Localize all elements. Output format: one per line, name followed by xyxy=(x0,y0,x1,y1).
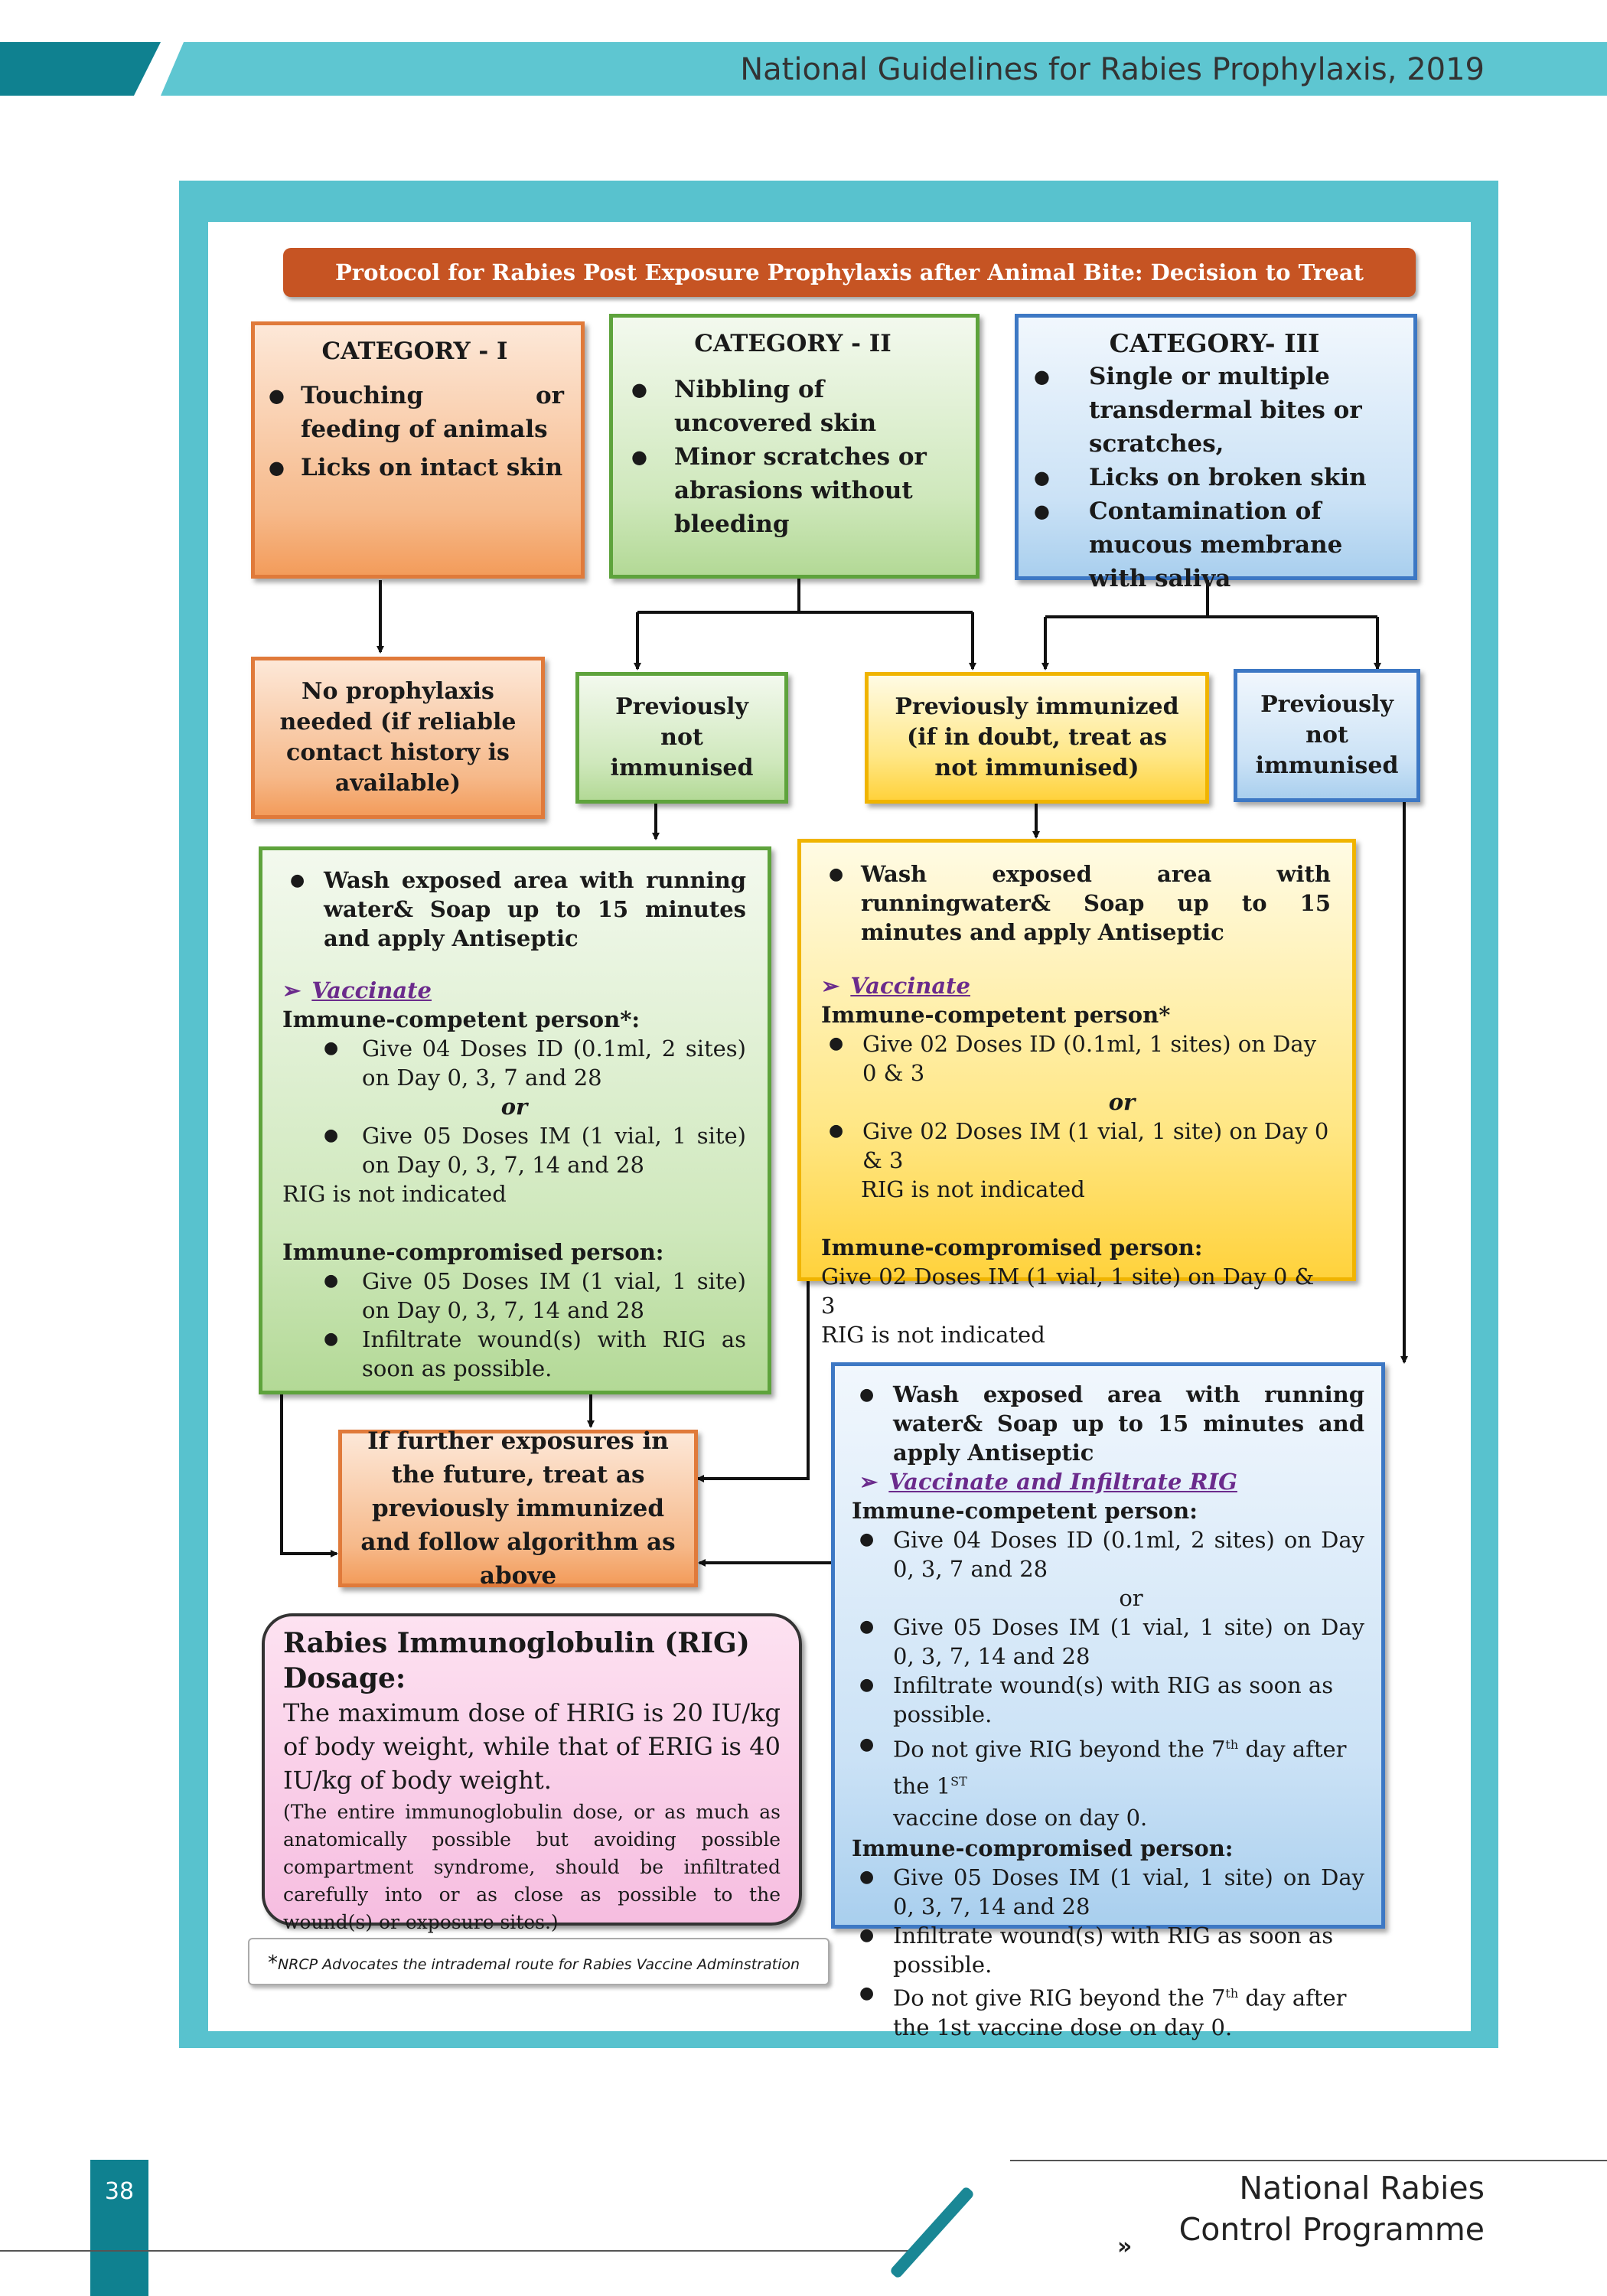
dose-item: Give 04 Doses ID (0.1ml, 2 sites) on Day… xyxy=(282,1034,746,1092)
category-1-item: Licks on intact skin xyxy=(266,451,564,484)
page-number-strip xyxy=(90,2160,148,2296)
dose-item: Infiltrate wound(s) with RIG as soon as … xyxy=(282,1325,746,1383)
category-3-box: CATEGORY- III Single or multiple transde… xyxy=(1015,314,1417,592)
immune-competent-heading: Immune-competent person* xyxy=(821,1002,1171,1028)
dose-item: Infiltrate wound(s) with RIG as soon as … xyxy=(852,1921,1364,1979)
dose-item: Infiltrate wound(s) with RIG as soon as … xyxy=(852,1671,1364,1729)
dose-item: Give 05 Doses IM (1 vial, 1 site) on Day… xyxy=(282,1121,746,1179)
category-2-item: Nibbling of uncovered skin xyxy=(628,373,957,440)
category-3-item: Single or multiple transdermal bites or … xyxy=(1031,360,1398,461)
rig-dosage-title: Rabies Immunoglobulin (RIG) Dosage: xyxy=(283,1627,750,1694)
dose-item: Give 05 Doses IM (1 vial, 1 site) on Day… xyxy=(852,1863,1364,1921)
footer-rule xyxy=(0,2250,918,2252)
header-tab xyxy=(0,42,161,96)
arrow-green-loop xyxy=(280,1394,338,1557)
wash-instruction: Wash exposed area with running water& So… xyxy=(852,1380,1364,1467)
dose-item: Give 02 Doses IM (1 vial, 1 site) on Day… xyxy=(821,1117,1331,1175)
header-band xyxy=(161,42,1607,96)
arrow-bullet-icon: ➢ xyxy=(859,1469,878,1495)
category-1-item: Touching or feeding of animals xyxy=(266,379,564,446)
arrow-bullet-icon: ➢ xyxy=(282,977,302,1003)
previously-not-immunised-box: Previously not immunised xyxy=(575,672,788,804)
rig-not-indicated: RIG is not indicated xyxy=(282,1181,507,1207)
footer-rule-right xyxy=(1010,2160,1607,2161)
immune-compromised-heading: Immune-compromised person: xyxy=(852,1835,1234,1862)
programme-name: National Rabies Control Programme xyxy=(1178,2170,1485,2248)
category-2-item: Minor scratches or abrasions without ble… xyxy=(628,440,957,541)
wash-instruction: Wash exposed area with runningwater& Soa… xyxy=(821,859,1331,947)
immune-compromised-heading: Immune-compromised person: xyxy=(282,1239,664,1265)
arrow-yellow-to-further xyxy=(696,1280,810,1482)
previously-not-immunised-cat3-box: Previously not immunised xyxy=(1234,669,1420,802)
blue-treatment-box: Wash exposed area with running water& So… xyxy=(831,1362,1385,2040)
chevron-icon: » xyxy=(1117,2233,1133,2260)
rig-dosage-note: (The entire immunoglobulin dose, or as m… xyxy=(283,1801,781,1933)
category-3-item: Contamination of mucous membrane with sa… xyxy=(1031,494,1398,595)
vaccinate-heading: ➢Vaccinate and Infiltrate RIG xyxy=(859,1469,1237,1495)
further-exposures-box: If further exposures in the future, trea… xyxy=(338,1427,698,1590)
wash-instruction: Wash exposed area with running water& So… xyxy=(282,866,746,953)
diagram-title: Protocol for Rabies Post Exposure Prophy… xyxy=(283,248,1416,297)
dose-item: Give 05 Doses IM (1 vial, 1 site) on Day… xyxy=(282,1267,746,1325)
or-label: or xyxy=(500,1094,528,1120)
dose-item: Give 02 Doses ID (0.1ml, 1 sites) on Day… xyxy=(821,1029,1331,1088)
category-2-box: CATEGORY - II Nibbling of uncovered skin… xyxy=(609,314,980,579)
rig-not-indicated: RIG is not indicated xyxy=(861,1176,1085,1202)
yellow-treatment-box: Wash exposed area with runningwater& Soa… xyxy=(797,839,1356,1348)
category-1-title: CATEGORY - I xyxy=(321,338,508,365)
vaccinate-heading: ➢Vaccinate xyxy=(821,973,970,999)
dose-item: Do not give RIG beyond the 7th day after… xyxy=(852,1979,1364,2042)
immune-competent-heading: Immune-competent person*: xyxy=(282,1006,641,1032)
arrow-bullet-icon: ➢ xyxy=(821,973,840,999)
category-3-title: CATEGORY- III xyxy=(1109,328,1320,358)
page-number: 38 xyxy=(104,2178,135,2205)
vaccinate-heading: ➢Vaccinate xyxy=(282,977,432,1003)
dose-item: Give 02 Doses IM (1 vial, 1 site) on Day… xyxy=(821,1264,1315,1319)
footnote: *NRCP Advocates the intrademal route for… xyxy=(248,1938,830,1985)
rig-not-indicated: RIG is not indicated xyxy=(821,1322,1045,1348)
category-2-title: CATEGORY - II xyxy=(694,330,892,357)
category-1-box: CATEGORY - I Touching or feeding of anim… xyxy=(251,321,585,579)
previously-immunized-box: Previously immunized (if in doubt, treat… xyxy=(865,672,1209,804)
rig-dosage-box: Rabies Immunoglobulin (RIG) Dosage: The … xyxy=(262,1613,802,1933)
category-3-item: Licks on broken skin xyxy=(1031,461,1398,494)
rig-dosage-body: The maximum dose of HRIG is 20 IU/kg of … xyxy=(283,1698,781,1795)
or-label: or xyxy=(1119,1585,1143,1611)
dose-item: Do not give RIG beyond the 7th day after… xyxy=(852,1729,1364,1834)
green-treatment-box: Wash exposed area with running water& So… xyxy=(259,846,771,1394)
page-title: National Guidelines for Rabies Prophylax… xyxy=(740,52,1485,87)
or-label: or xyxy=(1108,1089,1136,1115)
dose-item: Give 04 Doses ID (0.1ml, 2 sites) on Day… xyxy=(852,1525,1364,1583)
no-prophylaxis-box: No prophylaxis needed (if reliable conta… xyxy=(251,657,545,819)
dose-item: Give 05 Doses IM (1 vial, 1 site) on Day… xyxy=(852,1613,1364,1671)
immune-competent-heading: Immune-competent person: xyxy=(852,1498,1198,1524)
immune-compromised-heading: Immune-compromised person: xyxy=(821,1234,1203,1261)
